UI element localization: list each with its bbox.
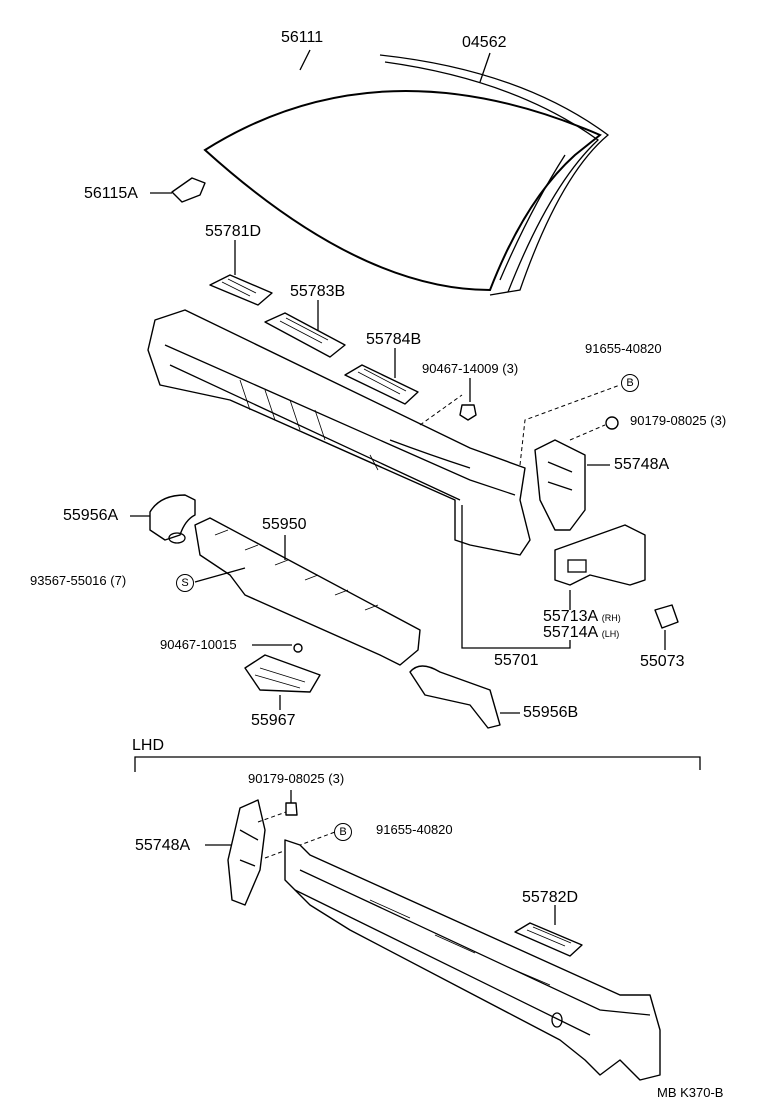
lhd-bracket-line xyxy=(134,756,701,772)
label-55950: 55950 xyxy=(262,516,307,533)
label-55714a: 55714A (LH) xyxy=(543,625,619,641)
duct-55956b xyxy=(409,665,501,729)
filter-55967 xyxy=(244,654,321,693)
cowl-panel-lhd xyxy=(284,839,661,1081)
bracket-55748a-lhd xyxy=(227,799,266,906)
label-55713a: 55713A (RH) xyxy=(543,609,621,625)
clip-56115a xyxy=(171,177,206,203)
label-55956a: 55956A xyxy=(63,507,119,524)
label-55782d: 55782D xyxy=(522,889,579,906)
label-90179-08025-top: 90179-08025 (3) xyxy=(630,414,726,427)
label-91655-40820-lhd: 91655-40820 xyxy=(376,822,453,837)
label-lhd: LHD xyxy=(132,737,165,754)
label-91655-40820-top: 91655-40820 xyxy=(585,341,662,356)
label-55748a-top: 55748A xyxy=(614,456,670,473)
label-90467-14009: 90467-14009 (3) xyxy=(422,362,518,375)
label-56111: 56111 xyxy=(281,29,324,46)
side-rh: (RH) xyxy=(601,613,621,623)
part-number: 55713A xyxy=(543,608,598,625)
grommet-55073 xyxy=(654,604,679,629)
quantity: (7) xyxy=(110,573,127,588)
label-56115a: 56115A xyxy=(84,185,138,202)
windshield-glass xyxy=(203,54,610,296)
duct-55950 xyxy=(194,517,421,666)
pad-55782d xyxy=(514,922,583,957)
part-number: 90467-14009 xyxy=(422,361,499,376)
side-lh: (LH) xyxy=(601,629,620,639)
quantity: (3) xyxy=(502,361,519,376)
label-55748a-lhd: 55748A xyxy=(135,837,191,854)
label-55781d: 55781D xyxy=(205,223,262,240)
label-55783b: 55783B xyxy=(290,283,346,300)
pad-55783b xyxy=(264,312,346,358)
screw-s-symbol: S xyxy=(176,574,194,592)
pad-55781d xyxy=(209,274,273,306)
quantity: (3) xyxy=(328,771,345,786)
label-93567-55016: 93567-55016 (7) xyxy=(30,574,126,587)
diagram-reference: MB K370-B xyxy=(657,1085,724,1100)
clip-90467-10015 xyxy=(293,643,303,653)
label-04562: 04562 xyxy=(462,34,507,51)
part-number: 90179-08025 xyxy=(248,771,325,786)
label-90467-10015: 90467-10015 xyxy=(160,637,237,652)
label-55073: 55073 xyxy=(640,653,685,670)
cowl-panel-55701 xyxy=(147,309,531,556)
label-55784b: 55784B xyxy=(366,331,422,348)
bolt-b-symbol-lhd: B xyxy=(334,823,352,841)
bracket-55713a xyxy=(554,524,646,586)
part-number: 90179-08025 xyxy=(630,413,707,428)
part-number: 93567-55016 xyxy=(30,573,107,588)
label-90179-08025-lhd: 90179-08025 (3) xyxy=(248,772,344,785)
label-55956b: 55956B xyxy=(523,704,579,721)
label-55701: 55701 xyxy=(494,652,539,669)
duct-55956a xyxy=(149,494,196,541)
part-number: 55714A xyxy=(543,624,598,641)
quantity: (3) xyxy=(710,413,727,428)
clip-90467-14009 xyxy=(459,404,477,421)
bracket-55748a-top xyxy=(534,439,586,531)
bolt-b-symbol-top: B xyxy=(621,374,639,392)
label-55967: 55967 xyxy=(251,712,296,729)
